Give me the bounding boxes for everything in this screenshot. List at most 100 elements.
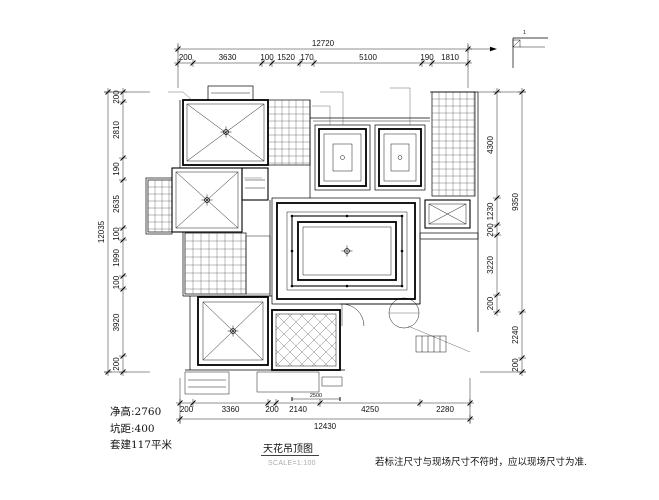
- disclaimer-note: 若标注尺寸与现场尺寸不符时，应以现场尺寸为准.: [375, 456, 587, 468]
- bedroom-ceiling-bottom-left: [197, 296, 269, 366]
- bedroom-ceiling-top-left: [182, 99, 269, 166]
- diamond-tile-line: [348, 314, 400, 366]
- bedroom-ceiling-inner-line: [186, 103, 265, 162]
- diamond-tile-line: [287, 317, 336, 366]
- hall-ceiling-right: [424, 199, 471, 229]
- kitchen-ceiling: [271, 309, 400, 371]
- diagonal-line: [428, 203, 467, 225]
- living-room-step-line: [286, 211, 408, 291]
- leader-line: [390, 87, 411, 125]
- dimension-label: 3920: [112, 313, 121, 331]
- diamond-tile-line: [311, 341, 336, 366]
- dimension-tick: [190, 400, 196, 406]
- dimension-tick: [297, 60, 303, 66]
- ceiling-light-icon: [342, 246, 353, 257]
- door-and-stair-details: [341, 297, 471, 353]
- dining-ceiling-center: [332, 143, 353, 172]
- door-swing-arc: [341, 303, 365, 327]
- dimension-label: 12430: [314, 422, 337, 431]
- dimension-label: 200: [112, 90, 121, 104]
- pit-distance-note: 坑距:400: [110, 422, 155, 435]
- dimension-label: 2140: [289, 405, 307, 414]
- entry-label-box: [321, 376, 343, 387]
- dimension-label: 1520: [277, 53, 295, 62]
- diamond-tile-line: [311, 314, 336, 339]
- beam-outline: [419, 232, 479, 240]
- dimension-label: 200: [179, 53, 193, 62]
- diamond-tile-line: [348, 314, 400, 366]
- dimension-label: 200: [486, 223, 495, 237]
- dimension-label: 3630: [219, 53, 237, 62]
- kitchen-diamond-tiles: [276, 314, 400, 366]
- ceiling-light-icon: [202, 195, 213, 206]
- dimension-tick: [190, 60, 196, 66]
- study-ceiling: [374, 124, 426, 191]
- bedroom-ceiling-middle-left: [171, 167, 243, 233]
- hall-ceiling-inner: [428, 203, 467, 225]
- dining-ceiling-edge: [318, 128, 367, 187]
- dimension-tick: [259, 60, 265, 66]
- dimension-label: 170: [300, 53, 314, 62]
- dimension-tick: [494, 309, 500, 315]
- dimension-tick: [494, 292, 500, 298]
- downlight-icon: [345, 214, 349, 218]
- downlight-icon: [290, 214, 294, 218]
- kitchen-ceiling-outline: [271, 309, 341, 371]
- downlight-icon: [400, 284, 404, 288]
- dimension-label: 12720: [312, 39, 335, 48]
- dimension-label: 2240: [511, 326, 520, 344]
- diamond-tile-line: [335, 314, 336, 315]
- extension-lines: [104, 43, 526, 424]
- dimension-tick: [494, 195, 500, 201]
- dimension-label: 1990: [112, 249, 121, 267]
- room-ceiling-outline: [197, 296, 269, 366]
- balcony-tile-grid-outline: [147, 179, 173, 233]
- detail-block: [512, 39, 521, 48]
- dimension-label: 200: [112, 357, 121, 371]
- corridor-side-panel: [245, 235, 271, 295]
- dimension-label: 4300: [486, 136, 495, 154]
- room-ceiling-inner-line: [202, 301, 264, 361]
- clear-height-note: 净高:2760: [110, 405, 161, 418]
- section-detail-top-right: 1: [512, 30, 548, 68]
- dining-ceiling-outer: [314, 124, 371, 191]
- bedroom-ceiling-outline: [182, 99, 269, 166]
- downlights: [290, 214, 404, 288]
- living-room-ceiling-edge: [276, 202, 416, 300]
- living-room-inner-line: [302, 226, 392, 276]
- detail-mark: 1: [523, 30, 526, 36]
- kitchen-ceiling-inner: [275, 313, 337, 367]
- dimension-tick: [494, 232, 500, 238]
- diamond-tile-line: [276, 314, 329, 366]
- dimension-label: 9350: [511, 193, 520, 211]
- dimension-tick: [120, 99, 126, 105]
- dimension-label: 12035: [97, 220, 106, 243]
- detail-hatch: [512, 39, 521, 48]
- side-tile-grid-outline: [431, 91, 476, 197]
- dimension-tick: [120, 155, 126, 161]
- dimension-label: 100: [260, 53, 274, 62]
- study-ceiling-inner: [383, 133, 417, 182]
- dimension-tick: [317, 400, 323, 406]
- dimension-label: 200: [511, 358, 520, 372]
- dimension-label: 2280: [436, 405, 454, 414]
- dimension-label: 200: [180, 405, 194, 414]
- study-ceiling-outer: [374, 124, 426, 191]
- dimension-label: 100: [112, 227, 121, 241]
- design-notes: 净高:2760 坑距:400 套建117平米: [110, 405, 173, 451]
- closet-ceiling: [241, 167, 269, 201]
- downlight-icon: [400, 214, 404, 218]
- diamond-tile-line: [276, 349, 293, 366]
- living-room-outer-line: [271, 197, 421, 305]
- entry-shoe-cabinet: [256, 371, 320, 393]
- dimension-label: 2635: [112, 195, 121, 213]
- dimension-label: 1810: [441, 53, 459, 62]
- leader-line: [320, 91, 344, 125]
- dimension-tick: [519, 355, 525, 361]
- drawing-title: 天花吊顶图: [263, 442, 313, 455]
- dimension-tick: [519, 309, 525, 315]
- dimension-label: 190: [112, 162, 121, 176]
- study-light-icon: [397, 155, 403, 160]
- dimension-label: 3360: [222, 405, 240, 414]
- corridor-tile-grid-outline: [184, 232, 247, 295]
